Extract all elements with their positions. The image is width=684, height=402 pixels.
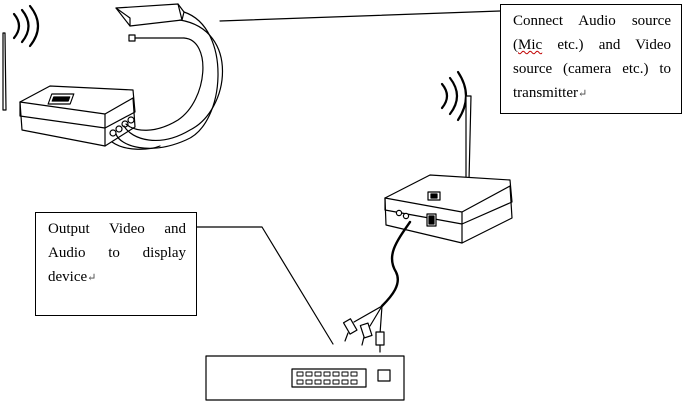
paragraph-mark: ↵ [87, 272, 97, 284]
receiver-unit [342, 70, 513, 353]
output-callout: Output Video and Audio to display device… [35, 212, 197, 316]
transmitter-callout-mic: Mic [518, 37, 543, 53]
transmitter-callout-suffix: etc.) and Video source (camera etc.) to … [513, 37, 671, 101]
output-callout-text: Output Video and Audio to display device [48, 221, 186, 285]
receiver-wireless-signal-icon [440, 70, 468, 122]
output-leader-line [196, 226, 334, 345]
transmitter-wireless-signal-icon [12, 4, 40, 48]
receiver-antenna-icon [465, 95, 472, 181]
camera-source [115, 3, 185, 27]
mic-plug [128, 34, 185, 42]
display-device [205, 355, 405, 401]
rca-plug-icon [342, 318, 385, 353]
transmitter-unit [2, 3, 224, 150]
transmitter-callout: Connect Audio source (Mic etc.) and Vide… [500, 4, 682, 114]
transmitter-leader-line [219, 10, 501, 22]
transmitter-callout-prefix: Connect Audio source ( [513, 13, 671, 53]
paragraph-mark: ↵ [577, 88, 588, 100]
transmitter-antenna-icon [2, 32, 7, 111]
